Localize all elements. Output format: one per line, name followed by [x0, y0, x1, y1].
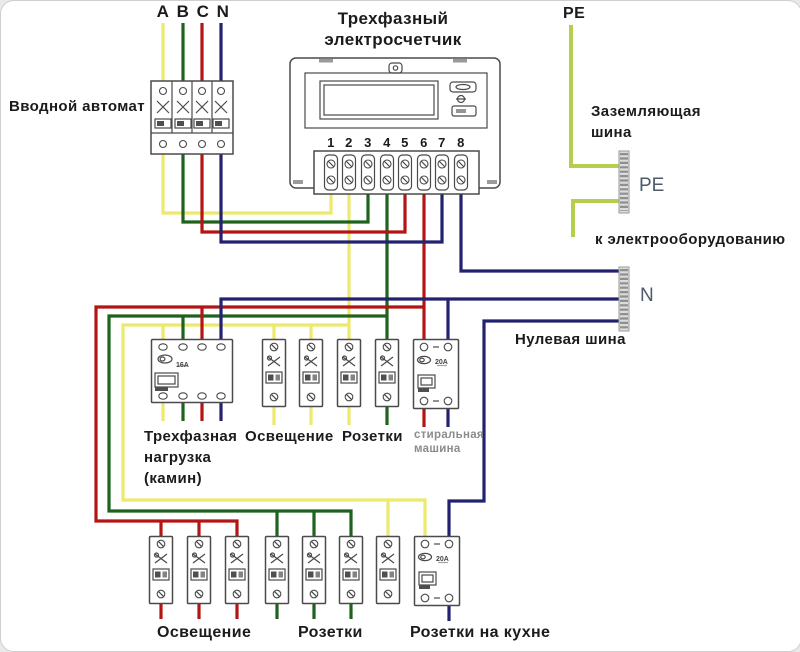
breaker-sockets-bottom-3 — [338, 535, 364, 605]
phase-c-label: C — [197, 2, 210, 21]
rcd-washing-machine — [412, 338, 460, 410]
lighting-bottom-label: Освещение — [157, 624, 251, 641]
svg-text:(камин): (камин) — [144, 470, 202, 487]
meter-buttons — [449, 81, 477, 117]
sockets-mid-label: Розетки — [342, 428, 403, 445]
sockets-bottom-label: Розетки — [298, 624, 363, 641]
svg-text:стиральная: стиральная — [414, 429, 484, 441]
washing-machine-label: стиральная машина — [414, 429, 484, 455]
rcd-three-phase-rating: 16A — [176, 362, 189, 369]
svg-text:3: 3 — [364, 135, 372, 150]
terminal-4 — [379, 154, 395, 191]
breaker-lighting-bottom-2 — [186, 535, 212, 605]
input-breaker — [150, 80, 234, 155]
rcd-three-phase-load — [150, 338, 234, 404]
meter-lcd-display — [319, 80, 439, 120]
input-breaker-label: Вводной автомат — [9, 98, 145, 115]
terminal-5 — [397, 154, 413, 191]
svg-text:нагрузка: нагрузка — [144, 449, 212, 466]
breaker-lighting-mid-1 — [261, 338, 287, 408]
svg-text:7: 7 — [438, 135, 446, 150]
svg-text:5: 5 — [401, 135, 409, 150]
grounding-bus-label-line1: Заземляющая — [591, 103, 701, 120]
terminal-numbers: 1 2 3 4 5 6 7 8 — [327, 135, 465, 150]
kitchen-sockets-label: Розетки на кухне — [410, 624, 550, 641]
phase-a-label: A — [157, 2, 170, 21]
n-bus-bar — [618, 266, 630, 332]
three-phase-load-label: Трехфазная нагрузка (камин) — [144, 428, 237, 487]
terminal-1 — [323, 154, 339, 191]
terminal-8 — [453, 154, 469, 191]
terminal-3 — [360, 154, 376, 191]
svg-text:Трехфазный: Трехфазный — [338, 9, 449, 28]
svg-text:Трехфазная: Трехфазная — [144, 428, 237, 445]
pe-bus-label: PE — [639, 175, 664, 196]
svg-text:2: 2 — [345, 135, 353, 150]
kitchen-rcd-rating: 20A — [436, 556, 449, 563]
grounding-bus-label-line2: шина — [591, 124, 632, 141]
washer-rcd-rating: 20A — [435, 359, 448, 366]
lighting-mid-label: Освещение — [245, 428, 334, 445]
breaker-kitchen — [375, 535, 401, 605]
rcd-kitchen-sockets — [413, 535, 461, 607]
wires-pe-ground — [569, 25, 619, 237]
breaker-lighting-bottom-3 — [224, 535, 250, 605]
breaker-sockets-mid-2 — [374, 338, 400, 408]
n-bus-label: N — [640, 285, 654, 306]
svg-text:электросчетчик: электросчетчик — [324, 30, 461, 49]
svg-text:6: 6 — [420, 135, 428, 150]
wires-phase-c — [94, 23, 426, 619]
breaker-sockets-bottom-2 — [301, 535, 327, 605]
breaker-lighting-bottom-1 — [148, 535, 174, 605]
input-breaker-rating-band — [154, 118, 230, 129]
svg-text:4: 4 — [383, 135, 391, 150]
breaker-sockets-mid-1 — [336, 338, 362, 408]
breaker-sockets-bottom-1 — [264, 535, 290, 605]
terminal-6 — [416, 154, 432, 191]
terminal-2 — [341, 154, 357, 191]
meter-terminal-block — [313, 150, 480, 195]
pe-bus-bar — [618, 150, 630, 214]
meter-title: Трехфазный электросчетчик — [324, 9, 461, 49]
pe-top-label: PE — [563, 5, 585, 22]
input-breaker-screws-top — [158, 86, 226, 96]
phase-n-label: N — [217, 2, 230, 21]
svg-text:1: 1 — [327, 135, 335, 150]
to-equipment-label: к электрооборудованию — [595, 231, 786, 248]
input-breaker-screws-bottom — [158, 139, 226, 149]
neutral-bus-label: Нулевая шина — [515, 331, 626, 348]
input-breaker-toggles — [156, 100, 228, 114]
svg-text:машина: машина — [414, 443, 461, 455]
terminal-7 — [434, 154, 450, 191]
breaker-lighting-mid-2 — [298, 338, 324, 408]
phase-b-label: B — [177, 2, 190, 21]
phase-labels: A B C N — [157, 2, 230, 21]
svg-text:8: 8 — [457, 135, 465, 150]
